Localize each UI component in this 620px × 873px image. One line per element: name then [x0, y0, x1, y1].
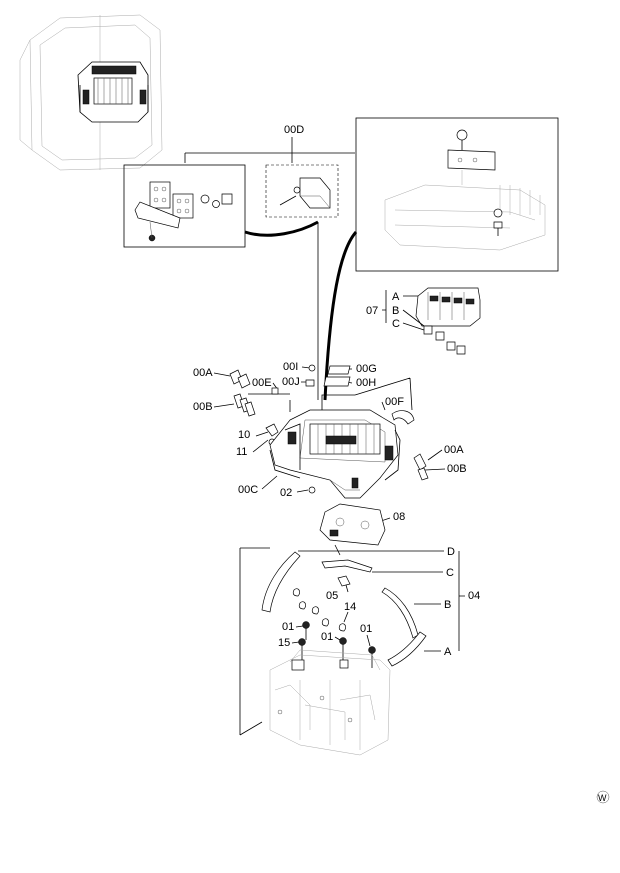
label-01-c: 01 — [360, 623, 372, 635]
label-00A-left: 00A — [193, 367, 213, 379]
clips-00A-00B-left — [229, 364, 415, 446]
console-housing-00C — [269, 409, 401, 499]
label-14: 14 — [344, 601, 356, 613]
label-00F: 00F — [385, 396, 404, 408]
label-01-b: 01 — [321, 631, 333, 643]
label-02: 02 — [280, 487, 292, 499]
label-07-A: A — [392, 291, 400, 303]
label-00J: 00J — [282, 376, 300, 388]
label-10: 10 — [238, 429, 250, 441]
label-00G: 00G — [356, 363, 377, 375]
label-04: 04 — [468, 590, 480, 602]
screw-05 — [337, 575, 351, 593]
detail-box-center-dashed — [265, 164, 339, 218]
label-04-A: A — [444, 646, 452, 658]
label-00A-right: 00A — [444, 444, 464, 456]
trim-04 — [261, 551, 427, 667]
detail-box-right — [355, 117, 559, 272]
label-00B-left: 00B — [193, 401, 213, 413]
bolts-01-15 — [298, 621, 376, 668]
label-00D: 00D — [284, 124, 304, 136]
label-07: 07 — [366, 305, 378, 317]
label-04-D: D — [447, 546, 455, 558]
detail-box-left — [123, 164, 246, 248]
label-00B-right: 00B — [447, 463, 467, 475]
switch-panel-07 — [415, 287, 481, 355]
label-00E: 00E — [252, 377, 272, 389]
cab-console-thumbnail — [77, 61, 149, 123]
bracket-08 — [319, 503, 386, 556]
label-08: 08 — [393, 511, 405, 523]
label-07-B: B — [392, 305, 399, 317]
cab-overview-sketch — [19, 14, 163, 171]
label-00I: 00I — [283, 361, 298, 373]
label-11: 11 — [236, 446, 247, 458]
base-frame — [269, 649, 391, 756]
label-01-a: 01 — [282, 621, 294, 633]
label-00C: 00C — [238, 484, 258, 496]
label-00H: 00H — [356, 377, 376, 389]
clip-set — [292, 588, 346, 632]
label-15: 15 — [278, 637, 290, 649]
label-07-C: C — [392, 318, 400, 330]
label-04-C: C — [446, 567, 454, 579]
watermark-symbol: W — [598, 793, 607, 803]
clips-00A-00B-right — [413, 453, 429, 481]
label-04-B: B — [444, 599, 451, 611]
label-05: 05 — [326, 590, 338, 602]
